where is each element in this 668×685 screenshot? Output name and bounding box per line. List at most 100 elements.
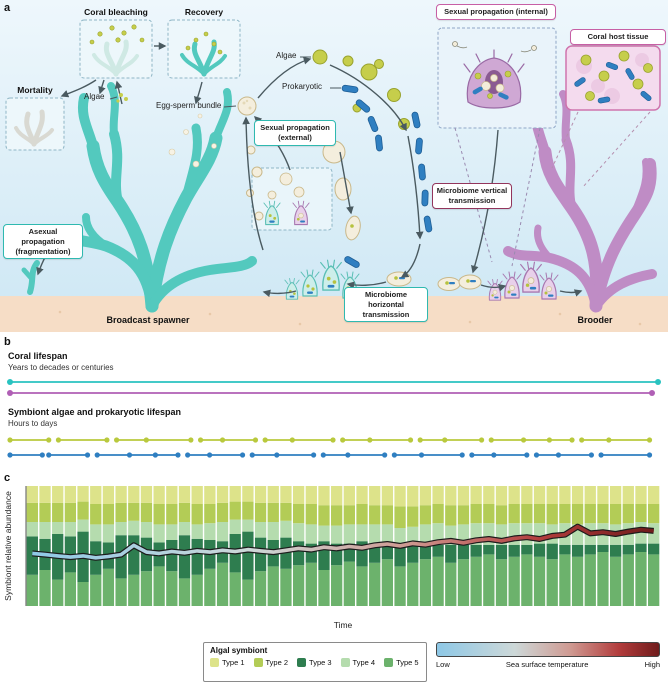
symbiont-lifespan-dot xyxy=(311,452,317,458)
recovery-box xyxy=(167,19,241,79)
bar-segment-type-2 xyxy=(546,504,558,525)
bar-segment-type-5 xyxy=(318,570,330,606)
sexual-propagation-internal-callout: Sexual propagation (internal) xyxy=(436,4,556,20)
bar-segment-type-3 xyxy=(305,543,317,563)
bar-segment-type-5 xyxy=(571,556,584,606)
symbiont-lifespan-dot xyxy=(391,452,397,458)
microbiome-vertical-callout: Microbiome vertical transmission xyxy=(432,183,512,209)
bar-segment-type-5 xyxy=(381,559,394,606)
bar-segment-type-2 xyxy=(115,502,127,522)
bar-segment-type-4 xyxy=(521,523,533,545)
bar-segment-type-3 xyxy=(394,544,406,567)
sst-high-label: High xyxy=(644,660,660,669)
bar-segment-type-2 xyxy=(394,506,406,528)
bar-segment-type-2 xyxy=(495,505,508,525)
symbiont-lifespan-dot xyxy=(407,437,414,443)
bar-segment-type-1 xyxy=(254,486,267,503)
symbiont-lifespan-dot xyxy=(598,452,604,458)
x-axis-label: Time xyxy=(334,620,353,630)
y-axis-label: Symbiont relative abundance xyxy=(3,491,13,601)
bar-segment-type-1 xyxy=(457,486,470,506)
bar-segment-type-5 xyxy=(584,554,596,606)
bar-segment-type-1 xyxy=(26,486,38,503)
bar-segment-type-3 xyxy=(622,544,634,555)
brooder-label: Brooder xyxy=(577,315,613,325)
symbiont-lifespan-dot xyxy=(588,452,595,458)
bar-segment-type-4 xyxy=(102,524,115,543)
legend-label: Type 4 xyxy=(352,658,376,667)
symbiont-lifespan-dot xyxy=(569,437,575,443)
bar-segment-type-4 xyxy=(381,524,394,545)
sea-surface-temperature-legend: Low Sea surface temperature High xyxy=(436,642,660,682)
bar-segment-type-2 xyxy=(381,505,394,525)
symbiont-abundance-chart: Symbiont relative abundance Time xyxy=(3,486,660,630)
bar-segment-type-1 xyxy=(369,486,381,506)
stacked-bars xyxy=(26,486,660,606)
symbiont-lifespan-subtitle: Hours to days xyxy=(8,419,58,428)
bar-segment-type-1 xyxy=(407,486,419,507)
legend-swatch xyxy=(340,658,350,667)
bar-segment-type-2 xyxy=(483,504,495,524)
bar-segment-type-3 xyxy=(356,541,368,567)
bar-segment-type-2 xyxy=(305,504,317,525)
bar-segment-type-5 xyxy=(242,579,254,606)
bar-segment-type-2 xyxy=(242,501,254,520)
bar-segment-type-1 xyxy=(584,486,596,504)
bar-segment-type-5 xyxy=(648,554,660,606)
bar-segment-type-3 xyxy=(470,544,482,557)
legend-label: Type 2 xyxy=(265,658,289,667)
lifespan-dot xyxy=(655,379,661,385)
symbiont-lifespan-dot xyxy=(469,452,475,458)
bar-segment-type-1 xyxy=(495,486,508,506)
symbiont-lifespan-dot xyxy=(330,437,336,443)
bar-segment-type-3 xyxy=(254,537,267,572)
bar-segment-type-4 xyxy=(191,524,203,539)
bar-segment-type-4 xyxy=(305,524,317,544)
bar-segment-type-5 xyxy=(280,568,292,606)
panel-a-label: a xyxy=(4,2,11,14)
prokaryotes-in-tissue xyxy=(574,62,652,104)
bar-segment-type-4 xyxy=(318,525,330,542)
internal-zoom-wedge xyxy=(454,127,541,267)
sea-surface-temperature-line xyxy=(32,524,654,560)
bar-segment-type-2 xyxy=(419,505,432,525)
algae-label-center: Algae xyxy=(276,51,297,60)
bar-segment-type-2 xyxy=(609,504,622,525)
legend-item-type-3: Type 3 xyxy=(297,658,332,667)
algal-symbiont-legend-title: Algal symbiont xyxy=(210,646,268,655)
bar-segment-type-5 xyxy=(559,554,571,606)
bar-segment-type-3 xyxy=(508,544,520,557)
bar-segment-type-4 xyxy=(470,523,482,545)
bar-segment-type-3 xyxy=(191,538,203,575)
bar-segment-type-1 xyxy=(267,486,279,503)
coral-lifespan-title: Coral lifespan xyxy=(8,351,68,361)
bar-segment-type-1 xyxy=(622,486,634,504)
egg-sperm-bundle-label: Egg-sperm bundle xyxy=(156,101,222,110)
bar-segment-type-4 xyxy=(267,522,279,540)
bar-segment-type-3 xyxy=(609,544,622,557)
bar-segment-type-4 xyxy=(419,524,432,545)
bar-segment-type-4 xyxy=(229,519,241,534)
algae-in-larvae xyxy=(350,224,470,285)
bar-segment-type-1 xyxy=(64,486,77,503)
sea-surface-temperature-gradient-bar xyxy=(436,642,660,657)
bar-segment-type-5 xyxy=(622,554,634,606)
panel-b: b Coral lifespan Years to decades or cen… xyxy=(0,336,668,470)
bar-segment-type-4 xyxy=(115,522,127,536)
bar-segment-type-1 xyxy=(90,486,102,504)
legend-swatch xyxy=(384,658,394,667)
bar-segment-type-3 xyxy=(571,544,584,557)
symbiont-lifespan-dot xyxy=(488,437,494,443)
legend-item-type-1: Type 1 xyxy=(210,658,245,667)
bar-segment-type-3 xyxy=(318,541,330,570)
bar-segment-type-4 xyxy=(331,525,343,544)
bar-segment-type-1 xyxy=(242,486,254,502)
bar-segment-type-5 xyxy=(331,565,343,606)
bar-segment-type-4 xyxy=(52,522,64,534)
bar-segment-type-1 xyxy=(77,486,89,502)
sexual-propagation-internal-box xyxy=(437,27,557,267)
bar-segment-type-4 xyxy=(254,522,267,538)
bar-segment-type-2 xyxy=(508,504,520,524)
sst-low-label: Low xyxy=(436,660,450,669)
bar-segment-type-1 xyxy=(356,486,368,504)
